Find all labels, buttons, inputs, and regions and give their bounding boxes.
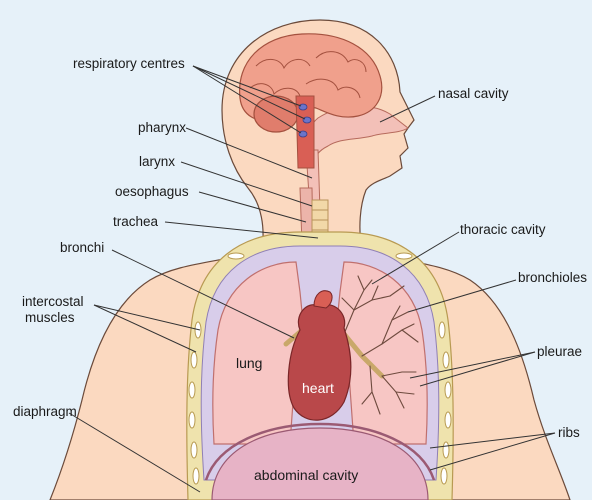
label-muscles: muscles (25, 310, 75, 325)
label-ribs: ribs (558, 425, 580, 440)
label-abdominal-cavity: abdominal cavity (254, 467, 358, 483)
label-heart: heart (302, 380, 334, 396)
label-intercostal: intercostal (22, 294, 84, 309)
label-nasal-cavity: nasal cavity (438, 86, 509, 101)
label-bronchioles: bronchioles (518, 270, 587, 285)
label-pleurae: pleurae (537, 344, 582, 359)
label-respiratory-centres: respiratory centres (73, 56, 185, 71)
label-thoracic-cavity: thoracic cavity (460, 222, 546, 237)
label-pharynx: pharynx (138, 120, 186, 135)
label-trachea: trachea (113, 214, 159, 229)
label-diaphragm: diaphragm (13, 404, 77, 419)
label-bronchi: bronchi (60, 240, 104, 255)
label-larynx: larynx (139, 154, 175, 169)
label-oesophagus: oesophagus (115, 184, 189, 199)
label-lung: lung (236, 355, 262, 371)
